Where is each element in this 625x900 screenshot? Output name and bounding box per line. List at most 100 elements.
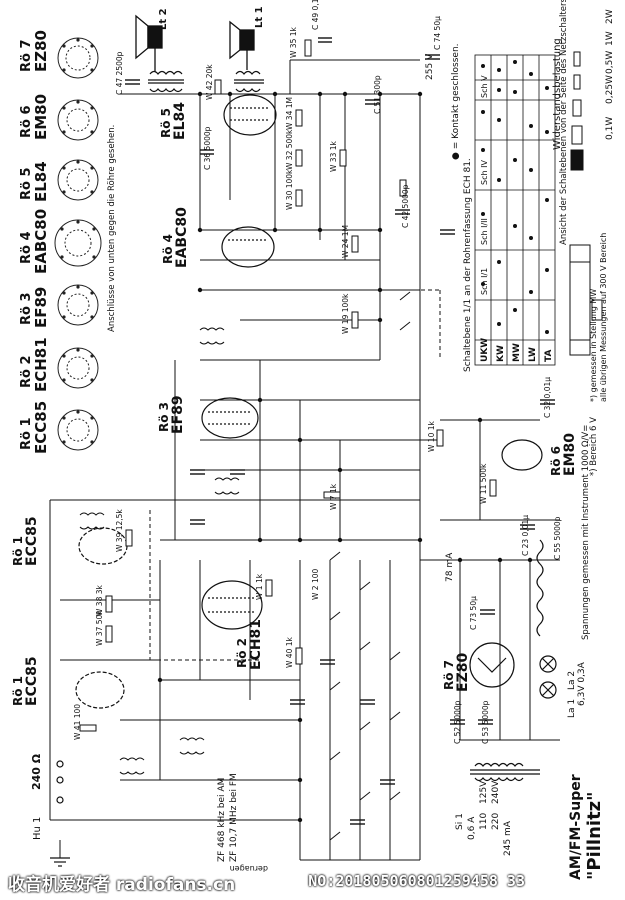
- socket-ez80-icon: [57, 37, 99, 79]
- wattage-05: 0,5W: [605, 51, 615, 74]
- label-el84: EL84: [32, 161, 50, 202]
- junction-dots: [157, 91, 533, 823]
- watermark-left: 收音机爱好者 radiofans.cn: [8, 875, 236, 895]
- label-ro5: Rö 5: [19, 167, 34, 200]
- label-c49: C 49 0,1µ: [311, 0, 320, 30]
- switch-col-4: Sch V: [480, 75, 489, 98]
- mains-transformer-icon: [470, 762, 540, 782]
- tube-em80-icon: [501, 439, 543, 471]
- label-w19: W 19 100k: [341, 293, 350, 334]
- note-if-am: ZF 468 kHz bei AM: [217, 778, 227, 862]
- label-w34: W 34 1M: [285, 97, 294, 130]
- note-socket-view: Anschlüsse von unten gegen die Röhre ges…: [107, 125, 117, 332]
- label-w11: W 11 500k: [479, 463, 488, 504]
- label-w37: W 37 50k: [95, 610, 104, 646]
- label-c47: C 47 2500p: [115, 51, 124, 95]
- resistor-icon: [295, 189, 303, 207]
- sch-label-ro4: Rö 4: [161, 234, 175, 264]
- resistor-icon: [105, 625, 113, 643]
- fuse-label: Si 1: [455, 813, 465, 830]
- note-voltage: Spannungen gemessen mit Instrument 1000 …: [581, 425, 591, 640]
- hv-current: 245 mA: [503, 820, 513, 856]
- label-w38: W 38 3k: [95, 585, 104, 616]
- label-c32: C 32 0,01µ: [543, 377, 552, 418]
- label-w24: W 24 1M: [341, 225, 350, 258]
- volt-240: 240V: [491, 780, 501, 804]
- passive-components: [79, 39, 497, 732]
- label-ro3: Rö 3: [19, 292, 34, 325]
- note-measure-300v: alle übrigen Messungen auf 300 V Bereich: [599, 233, 608, 402]
- resistor-icon: [489, 479, 497, 497]
- pilot-lamps: [536, 539, 557, 699]
- socket-eabc80-icon: [54, 219, 102, 267]
- label-w32: W 32 500k: [285, 129, 294, 170]
- label-w1: W 1 1k: [255, 573, 264, 600]
- band-ukw: UKW: [480, 338, 490, 362]
- wattage-01: 0,1W: [605, 117, 615, 140]
- resistor-icon: [79, 724, 97, 732]
- sch-label-ro3: Rö 3: [157, 402, 171, 432]
- note-contact-legend: ● = Kontakt geschlossen.: [451, 43, 461, 160]
- resistor-icon: [351, 235, 359, 253]
- resistor-icon: [399, 179, 407, 197]
- sch-label-ro5: Rö 5: [159, 108, 173, 138]
- note-em80-range: *) Bereich 6 V: [589, 417, 599, 476]
- band-lw: LW: [528, 347, 538, 362]
- tube-ech81-icon: [201, 580, 263, 630]
- label-ro7: Rö 7: [19, 39, 34, 72]
- antenna-ohm: 240 Ω: [30, 753, 43, 790]
- switch-table-dots: [481, 60, 549, 334]
- sch-label-ech81: ECH81: [248, 619, 264, 670]
- lamp-rating: 6,3V 0,3A: [577, 661, 587, 706]
- switch-col-2: Sch I/II: [480, 218, 489, 245]
- resistor-icon: [304, 39, 312, 57]
- label-c74: C 74 50µ: [433, 16, 442, 50]
- watermark-right: NO:201805060801259458 33: [308, 872, 525, 890]
- band-kw: KW: [496, 345, 506, 362]
- label-w39: W 39 12,5k: [115, 509, 124, 552]
- title-line2: "Pillnitz": [584, 791, 605, 880]
- lamp-la1-icon: [539, 681, 557, 699]
- tube-ecc85b-icon: [75, 671, 125, 709]
- resistor-icon: [339, 149, 347, 167]
- sch-label-ez80: EZ80: [455, 653, 471, 692]
- rotary-switch-view: [569, 244, 603, 356]
- band-mw: MW: [512, 343, 522, 362]
- resistor-icon: [214, 79, 222, 95]
- antenna-terminals-icon: [50, 760, 70, 867]
- label-w33: W 33 1k: [329, 141, 338, 172]
- socket-ef89-icon: [57, 284, 99, 326]
- resistor-icon: [125, 529, 133, 547]
- label-em80: EM80: [32, 94, 50, 140]
- switch-col-1: Sch I/1: [480, 268, 489, 295]
- tube-symbols: [75, 94, 543, 709]
- switch-table: [474, 54, 556, 366]
- wiring: [49, 59, 560, 861]
- label-c23: C 23 0,01µ: [521, 515, 530, 556]
- output-transformer-icon: [148, 70, 264, 93]
- label-ef89: EF89: [32, 287, 50, 328]
- wattage-2: 2W: [605, 9, 615, 24]
- b-plus: 255 V: [425, 53, 435, 80]
- socket-ecc85-icon: [57, 409, 99, 451]
- label-c73: C 73 50µ: [469, 596, 478, 630]
- resistor-icon: [265, 579, 273, 597]
- footer-note: deruagen: [230, 864, 268, 873]
- socket-ech81-icon: [57, 347, 99, 389]
- switch-col-3: Sch IV: [480, 160, 489, 185]
- capacitor-symbols: [125, 37, 555, 825]
- resistor-icon: [105, 595, 113, 613]
- sch-label-ro2: Rö 2: [235, 638, 249, 668]
- ma-label: 78 mA: [445, 552, 455, 582]
- sch-label-ecc85b: ECC85: [24, 656, 40, 706]
- label-ez80: EZ80: [32, 30, 50, 72]
- label-c55: C 55 5000p: [553, 516, 562, 560]
- volt-110: 110: [479, 813, 489, 830]
- volt-220: 220: [491, 813, 501, 830]
- label-c52: C 52 5000p: [453, 700, 462, 744]
- label-ech81: ECH81: [32, 337, 50, 392]
- label-w40: W 40 1k: [285, 637, 294, 668]
- note-switch-plane: Schaltebene 1/1 an der Rohrenfassung ECH…: [463, 158, 473, 372]
- fuse-rating: 0,6 A: [467, 816, 477, 840]
- label-w30: W 30 100k: [285, 169, 294, 210]
